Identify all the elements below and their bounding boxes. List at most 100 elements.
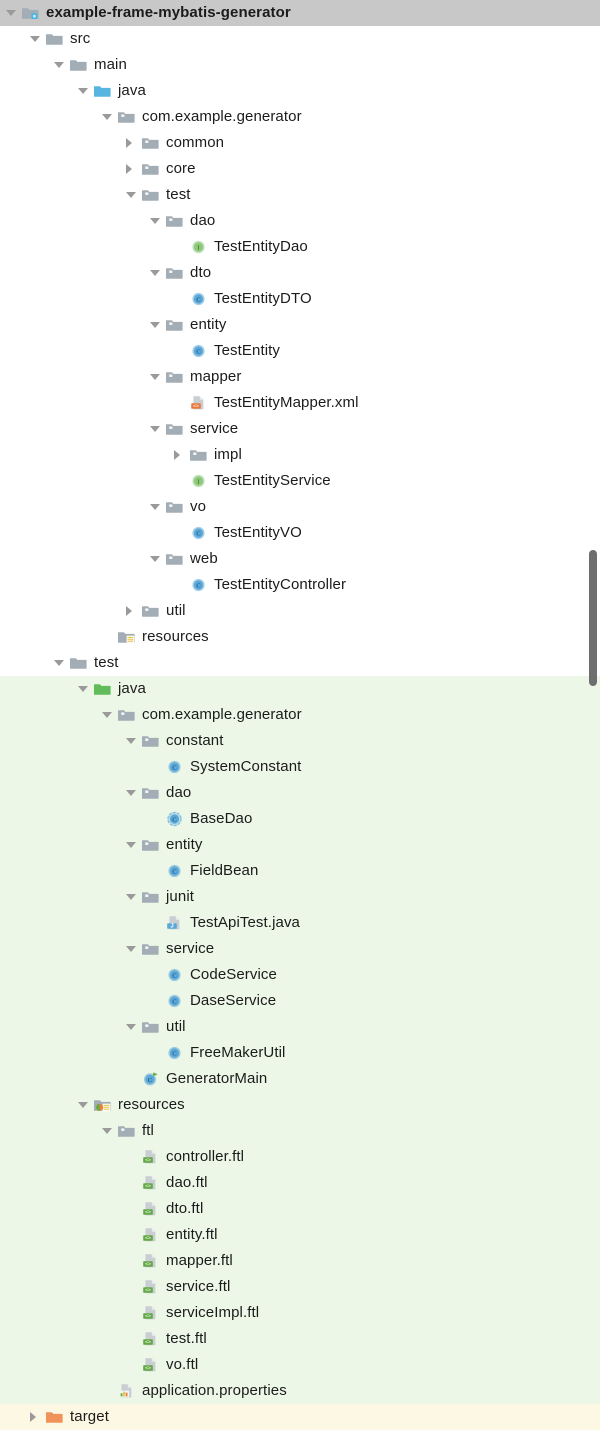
- chevron-down-icon[interactable]: [146, 260, 164, 286]
- chevron-down-icon[interactable]: [146, 312, 164, 338]
- chevron-down-icon[interactable]: [122, 832, 140, 858]
- chevron-down-icon[interactable]: [50, 52, 68, 78]
- tree-row[interactable]: application.properties: [0, 1378, 600, 1404]
- chevron-right-icon[interactable]: [122, 130, 140, 156]
- chevron-down-icon[interactable]: [122, 936, 140, 962]
- chevron-down-icon[interactable]: [74, 78, 92, 104]
- chevron-right-icon[interactable]: [122, 156, 140, 182]
- chevron-down-icon[interactable]: [122, 182, 140, 208]
- tree-row[interactable]: <>dao.ftl: [0, 1170, 600, 1196]
- tree-row[interactable]: resources: [0, 624, 600, 650]
- chevron-right-icon[interactable]: [170, 442, 188, 468]
- chevron-down-icon[interactable]: [122, 728, 140, 754]
- tree-row[interactable]: util: [0, 598, 600, 624]
- tree-row[interactable]: java: [0, 676, 600, 702]
- tree-row[interactable]: entity: [0, 312, 600, 338]
- chevron-down-icon[interactable]: [146, 416, 164, 442]
- chevron-down-icon[interactable]: [98, 702, 116, 728]
- chevron-down-icon[interactable]: [122, 884, 140, 910]
- chevron-right-icon[interactable]: [122, 598, 140, 624]
- tree-row[interactable]: dao: [0, 208, 600, 234]
- twisty-placeholder: [122, 1222, 140, 1248]
- tree-row[interactable]: com.example.generator: [0, 702, 600, 728]
- tree-row[interactable]: common: [0, 130, 600, 156]
- package-icon: [164, 546, 186, 572]
- tree-row[interactable]: entity: [0, 832, 600, 858]
- tree-row[interactable]: impl: [0, 442, 600, 468]
- chevron-down-icon[interactable]: [26, 26, 44, 52]
- properties-file-icon: [116, 1378, 138, 1404]
- vertical-scrollbar-track[interactable]: [586, 0, 600, 1437]
- chevron-down-icon[interactable]: [2, 0, 20, 26]
- tree-row[interactable]: <>controller.ftl: [0, 1144, 600, 1170]
- tree-row[interactable]: util: [0, 1014, 600, 1040]
- tree-row[interactable]: <>TestEntityMapper.xml: [0, 390, 600, 416]
- chevron-down-icon[interactable]: [146, 494, 164, 520]
- tree-row[interactable]: com.example.generator: [0, 104, 600, 130]
- tree-row[interactable]: core: [0, 156, 600, 182]
- tree-row[interactable]: <>test.ftl: [0, 1326, 600, 1352]
- tree-row[interactable]: test: [0, 650, 600, 676]
- package-icon: [140, 182, 162, 208]
- chevron-down-icon[interactable]: [122, 1014, 140, 1040]
- tree-row-label: vo: [190, 498, 207, 515]
- tree-row[interactable]: constant: [0, 728, 600, 754]
- tree-row[interactable]: main: [0, 52, 600, 78]
- tree-row[interactable]: <>serviceImpl.ftl: [0, 1300, 600, 1326]
- tree-row[interactable]: web: [0, 546, 600, 572]
- tree-row[interactable]: <>entity.ftl: [0, 1222, 600, 1248]
- tree-row[interactable]: target: [0, 1404, 600, 1430]
- tree-row[interactable]: service: [0, 416, 600, 442]
- tree-row[interactable]: service: [0, 936, 600, 962]
- tree-row-label: dto.ftl: [166, 1200, 204, 1217]
- tree-row-label: GeneratorMain: [166, 1070, 268, 1087]
- tree-row[interactable]: test: [0, 182, 600, 208]
- chevron-right-icon[interactable]: [26, 1404, 44, 1430]
- chevron-down-icon[interactable]: [50, 650, 68, 676]
- tree-row[interactable]: <>vo.ftl: [0, 1352, 600, 1378]
- tree-row[interactable]: src: [0, 26, 600, 52]
- tree-row[interactable]: dao: [0, 780, 600, 806]
- chevron-down-icon[interactable]: [98, 104, 116, 130]
- svg-text:C: C: [172, 764, 176, 771]
- chevron-down-icon[interactable]: [146, 208, 164, 234]
- tree-row[interactable]: <>dto.ftl: [0, 1196, 600, 1222]
- tree-row[interactable]: mapper: [0, 364, 600, 390]
- tree-row[interactable]: ftl: [0, 1118, 600, 1144]
- vertical-scrollbar-thumb[interactable]: [589, 550, 597, 686]
- chevron-down-icon[interactable]: [146, 546, 164, 572]
- tree-row[interactable]: vo: [0, 494, 600, 520]
- package-icon: [140, 728, 162, 754]
- tree-row-label: com.example.generator: [142, 706, 302, 723]
- chevron-down-icon[interactable]: [74, 1092, 92, 1118]
- chevron-down-icon[interactable]: [122, 780, 140, 806]
- tree-row[interactable]: junit: [0, 884, 600, 910]
- chevron-down-icon[interactable]: [98, 1118, 116, 1144]
- folder-orange-icon: [44, 1404, 66, 1430]
- tree-row[interactable]: <>mapper.ftl: [0, 1248, 600, 1274]
- indent-spacer: [0, 325, 146, 326]
- tree-row[interactable]: example-frame-mybatis-generator: [0, 0, 600, 26]
- chevron-down-icon[interactable]: [74, 676, 92, 702]
- chevron-down-icon[interactable]: [146, 364, 164, 390]
- tree-row-label: service.ftl: [166, 1278, 231, 1295]
- tree-row[interactable]: dto: [0, 260, 600, 286]
- tree-row[interactable]: resources: [0, 1092, 600, 1118]
- tree-row[interactable]: <>service.ftl: [0, 1274, 600, 1300]
- tree-row[interactable]: java: [0, 78, 600, 104]
